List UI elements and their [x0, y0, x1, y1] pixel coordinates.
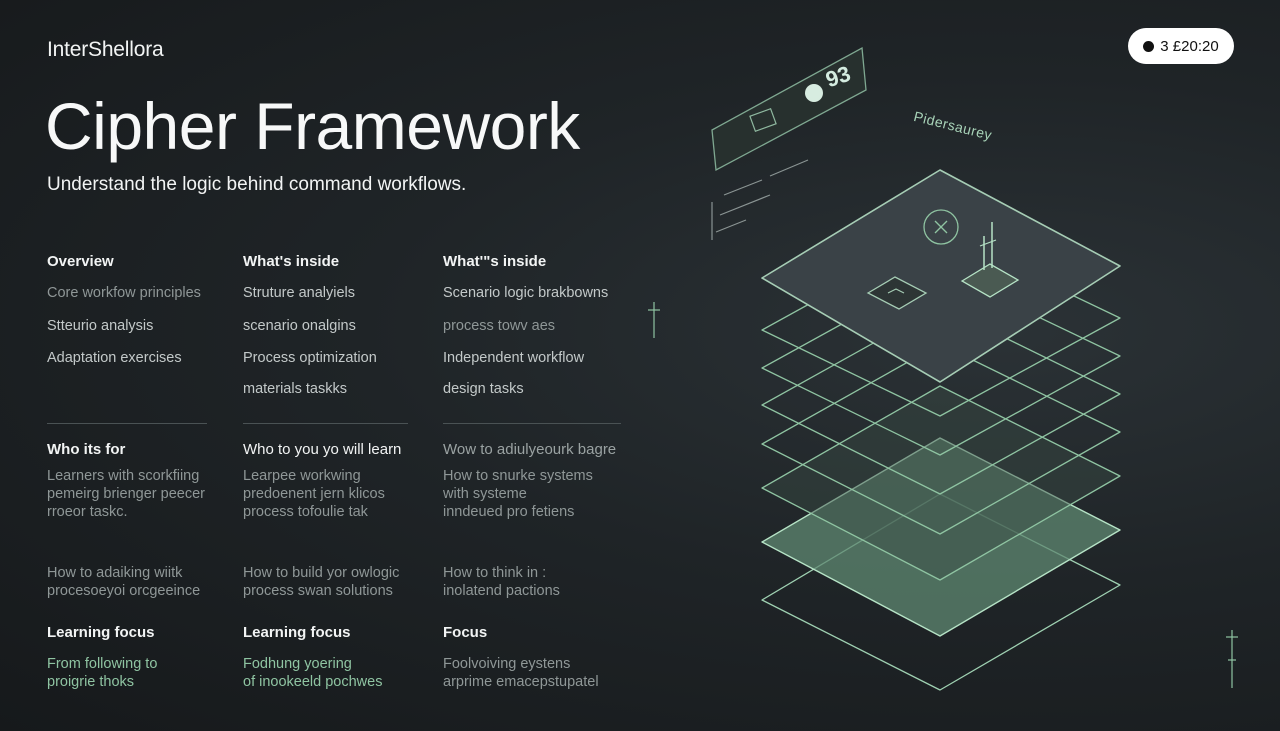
list-item: Adaptation exercises	[47, 350, 182, 366]
layers	[761, 169, 1121, 691]
section-text: Learners with scorkfiing pemeirg brienge…	[47, 468, 205, 520]
section-text: How to build yor owlogic process swan so…	[243, 565, 400, 599]
section-text: Foolvoiving eystens arprime emacepstupat…	[443, 656, 599, 690]
section-heading: Focus	[443, 624, 488, 641]
divider	[243, 423, 408, 424]
page-title: Cipher Framework	[45, 89, 580, 163]
section-heading: Who its for	[47, 441, 126, 458]
card-icon	[749, 107, 777, 133]
floating-card	[711, 46, 867, 172]
section-heading: Learning focus	[47, 624, 155, 641]
list-item: Independent workflow	[443, 350, 585, 366]
section-text: How to adaiking wiitk procesoeyoi orcgee…	[47, 565, 201, 599]
list-item: design tasks	[443, 381, 524, 397]
list-item: Core workfow principles	[47, 285, 201, 301]
tower-base-icon	[960, 263, 1020, 298]
page-subtitle: Understand the logic behind command work…	[47, 174, 467, 195]
tile-icon	[866, 276, 928, 310]
column-heading: What's inside	[243, 253, 340, 270]
top-slab-icons	[866, 209, 1020, 310]
section-text: How to think in : inolatend pactions	[443, 565, 560, 599]
section-text: Learpee workwing predoenent jern klicos …	[243, 468, 385, 520]
close-circle-icon	[923, 209, 959, 245]
pointer-lines	[711, 159, 809, 240]
section-heading: Wow to adiulyeourk bagre	[443, 441, 617, 458]
brand-name: InterShellora	[47, 38, 164, 61]
divider	[443, 423, 621, 424]
list-item: Struture analyiels	[243, 285, 356, 301]
column-heading: Overview	[47, 253, 114, 270]
status-badge-text: 3 £20:20	[1160, 37, 1219, 55]
list-item: Process optimization	[243, 350, 377, 366]
sparkle-markers	[648, 302, 1238, 688]
status-badge[interactable]: 3 £20:20	[1128, 28, 1234, 64]
list-item: Stteurio analysis	[47, 318, 154, 334]
layer-stack-illustration	[648, 46, 1238, 691]
list-item: Scenario logic brakbowns	[443, 285, 609, 301]
column-heading: What'"s inside	[443, 253, 547, 270]
list-item: materials taskks	[243, 381, 347, 397]
section-heading: Learning focus	[243, 624, 351, 641]
section-text: How to snurke systems with systeme innde…	[443, 468, 593, 520]
section-text: From following to proigrie thoks	[47, 656, 158, 690]
list-item: scenario onalgins	[243, 318, 356, 334]
list-item: process towv aes	[443, 318, 556, 334]
section-heading: Who to you yo will learn	[243, 441, 402, 458]
card-dot-icon	[805, 84, 823, 102]
record-dot-icon	[1143, 40, 1155, 52]
divider	[47, 423, 207, 424]
section-text: Fodhung yoering of inookeeld pochwes	[243, 656, 383, 690]
